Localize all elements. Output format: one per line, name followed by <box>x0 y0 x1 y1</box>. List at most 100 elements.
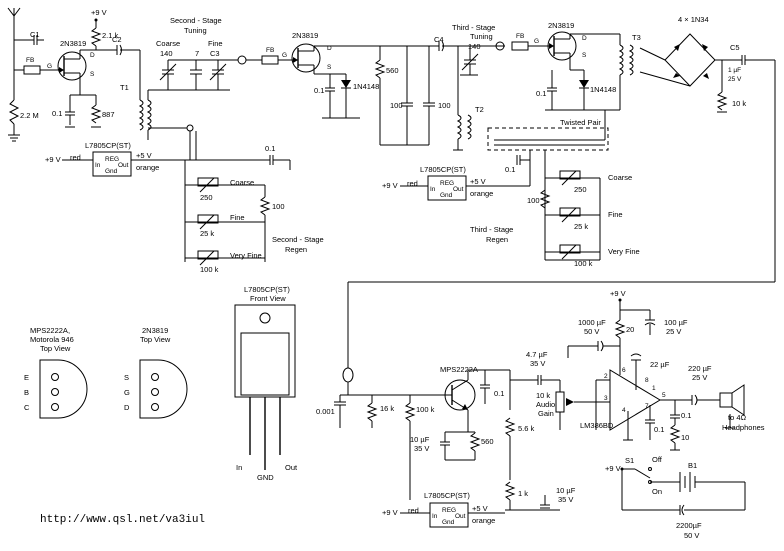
audio-c-10u2: 35 V <box>558 495 573 504</box>
reg4-block-label: REG <box>442 507 456 514</box>
coarse-val: 140 <box>160 49 173 58</box>
regulator-block-4 <box>429 502 469 528</box>
reg4-in: In <box>432 513 438 520</box>
audio-c-emit1: 10 µF <box>410 435 430 444</box>
reg3-part: L7805CP(ST) <box>420 165 466 174</box>
reg2-out: Out <box>118 162 129 169</box>
reg2-vin-wire: red <box>70 153 81 162</box>
audio-vol3: Gain <box>538 409 554 418</box>
d-label-2: D <box>327 45 332 52</box>
pin3: 3 <box>604 395 608 402</box>
reg2-vout-wire: orange <box>136 163 159 172</box>
stage1-rf-amplifier: C1 2.2 M FB G <box>7 7 152 142</box>
power-supply-label: +9 V <box>605 464 621 473</box>
pin-reg-title1: L7805CP(ST) <box>244 285 290 294</box>
d-label-1: D <box>90 52 95 59</box>
c-b-label: 100 <box>438 101 451 110</box>
r-src-label: 887 <box>102 110 115 119</box>
pin-bjt-c: C <box>24 403 30 412</box>
pin-jfet-title1: 2N3819 <box>142 326 168 335</box>
c-res1: 2200µF <box>676 521 702 530</box>
reg3-vin: +9 V <box>382 181 398 190</box>
pin4: 4 <box>622 407 626 414</box>
reg3-out: Out <box>453 186 464 193</box>
pinout-jfet: 2N3819 Top View S G D <box>124 326 188 419</box>
pin-bjt-title3: Top View <box>40 344 71 353</box>
resistor-100-regen3 <box>539 189 551 209</box>
off-label: Off <box>652 455 663 464</box>
on-label: On <box>652 487 662 496</box>
reg4-vout: +5 V <box>472 504 488 513</box>
audio-r-base: 100 k <box>416 405 435 414</box>
pin-reg-gnd: GND <box>257 473 274 482</box>
pot3-vfine: Very Fine <box>608 247 640 256</box>
jfet-q3 <box>545 31 577 70</box>
reg4-vin: +9 V <box>382 508 398 517</box>
pot2-coarse: Coarse <box>230 178 254 187</box>
r-drain-label: 2.1 k <box>102 31 119 40</box>
pot3-fine-val: 25 k <box>574 222 588 231</box>
audio-r-bias: 16 k <box>380 404 394 413</box>
pot2-fine-val: 25 k <box>200 229 214 238</box>
audio-c-sup2: 25 V <box>666 327 681 336</box>
pot2-coarse-val: 250 <box>200 193 213 202</box>
variable-capacitor-stage3 <box>460 46 479 76</box>
pin-jfet-g: G <box>124 388 130 397</box>
supply-label-1: +9 V <box>91 8 107 17</box>
c5-label: C5 <box>730 43 740 52</box>
jfet2-label: 2N3819 <box>292 31 318 40</box>
pot3-fine: Fine <box>608 210 623 219</box>
s-label-2: S <box>327 64 332 71</box>
pin6: 6 <box>622 367 626 374</box>
g-label-2: G <box>282 52 287 59</box>
audio-phones1: to 4Ω <box>728 413 747 422</box>
stage3-title2: Tuning <box>470 32 493 41</box>
fine-label: Fine <box>208 39 223 48</box>
resistor-10-zobel <box>669 424 681 444</box>
fb-label-2: FB <box>266 47 274 54</box>
c-bypass-label-3: 0.1 <box>505 165 515 174</box>
c5-val1: 1 µF <box>728 67 741 74</box>
g-label-3: G <box>534 38 539 45</box>
audio-c-emit2: 35 V <box>414 444 429 453</box>
c-a-label: 100 <box>390 101 403 110</box>
resistor-887 <box>90 104 102 124</box>
twisted-pair-box <box>487 127 609 151</box>
pot3-vfine-val: 100 k <box>574 259 593 268</box>
reg3-vout-wire: orange <box>470 189 493 198</box>
jfet3-label: 2N3819 <box>548 21 574 30</box>
pin-bjt-b: B <box>24 388 29 397</box>
reg2-vout: +5 V <box>136 151 152 160</box>
transformer-t1 <box>138 99 152 131</box>
pin2: 2 <box>604 373 608 380</box>
audio-amp-label: LM386BD <box>580 421 614 430</box>
stage2-tuning: Second - Stage Tuning Coarse 140 Fine 7 … <box>45 16 451 274</box>
reg2-part: L7805CP(ST) <box>85 141 131 150</box>
diode-label-2: 1N4148 <box>353 82 379 91</box>
fine-val: 7 <box>195 49 199 58</box>
reg2-in: In <box>95 162 101 169</box>
audio-vol1: 10 k <box>536 391 550 400</box>
audio-c-zobel: 0.1 <box>681 411 691 420</box>
stage2-title2: Tuning <box>184 26 207 35</box>
capacitor-7 <box>190 60 202 90</box>
c5-val2: 25 V <box>728 76 742 83</box>
source-url: http://www.qsl.net/va3iul <box>40 514 205 526</box>
pot3-coarse-val: 250 <box>574 185 587 194</box>
audio-r-coll: 5.6 k <box>518 424 535 433</box>
c-src-label-3: 0.1 <box>536 89 546 98</box>
antenna-icon <box>7 7 21 40</box>
c-bypass-label-2: 0.1 <box>265 144 275 153</box>
resistor-100k <box>404 402 416 422</box>
resistor-5k6 <box>504 417 516 437</box>
audio-c-bypass2: 22 µF <box>650 360 670 369</box>
regen3-title1: Third - Stage <box>470 225 513 234</box>
audio-phones2: Headphones <box>722 423 765 432</box>
pot3-coarse: Coarse <box>608 173 632 182</box>
stage3-cap: 140 <box>468 42 481 51</box>
pin-bjt-title2: Motorola 946 <box>30 335 74 344</box>
s1-label: S1 <box>625 456 634 465</box>
resistor-10k-det <box>716 91 728 111</box>
twisted-pair-label: Twisted Pair <box>560 118 601 127</box>
